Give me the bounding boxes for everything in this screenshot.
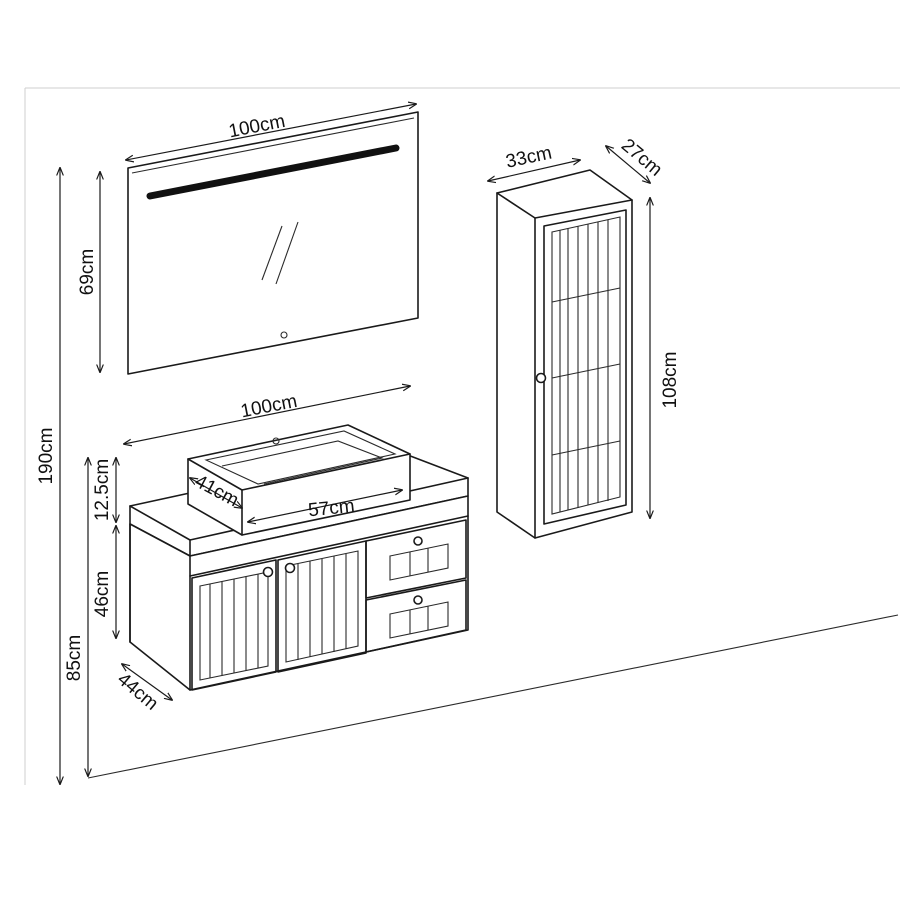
mirror-height-label: 69cm [77,249,98,295]
sink-height-label: 12.5cm [92,459,113,521]
vanity-top-drawer [365,519,467,599]
sink-width-label: 57cm [307,496,355,522]
vanity-middle-knob-icon [284,562,296,574]
mirror-touch-switch-icon [280,331,288,339]
cabinet-door-panel [551,216,621,515]
tall-cabinet [496,169,633,539]
top-drawer-knob-icon [413,536,423,546]
unit-width-label: 100cm [239,391,299,422]
vanity-left-knob-icon [262,566,274,578]
floor-line [87,614,899,779]
vanity-unit [129,424,469,691]
bottom-drawer-knob-icon [413,595,423,605]
room-guides [24,87,900,785]
mirror-width-label: 100cm [227,111,287,142]
vanity-bottom-drawer [365,579,467,653]
floor-height-label: 85cm [64,635,85,681]
cabinet-knob-icon [535,372,547,384]
vanity-left-door [191,559,277,691]
total-height-label: 190cm [36,427,57,484]
vanity-middle-door [277,540,367,673]
cabinet-height-label: 108cm [660,351,681,408]
body-height-label: 46cm [92,571,113,617]
mirror-reflection-icon [261,221,299,285]
cabinet-depth-label: 27cm [617,135,666,181]
